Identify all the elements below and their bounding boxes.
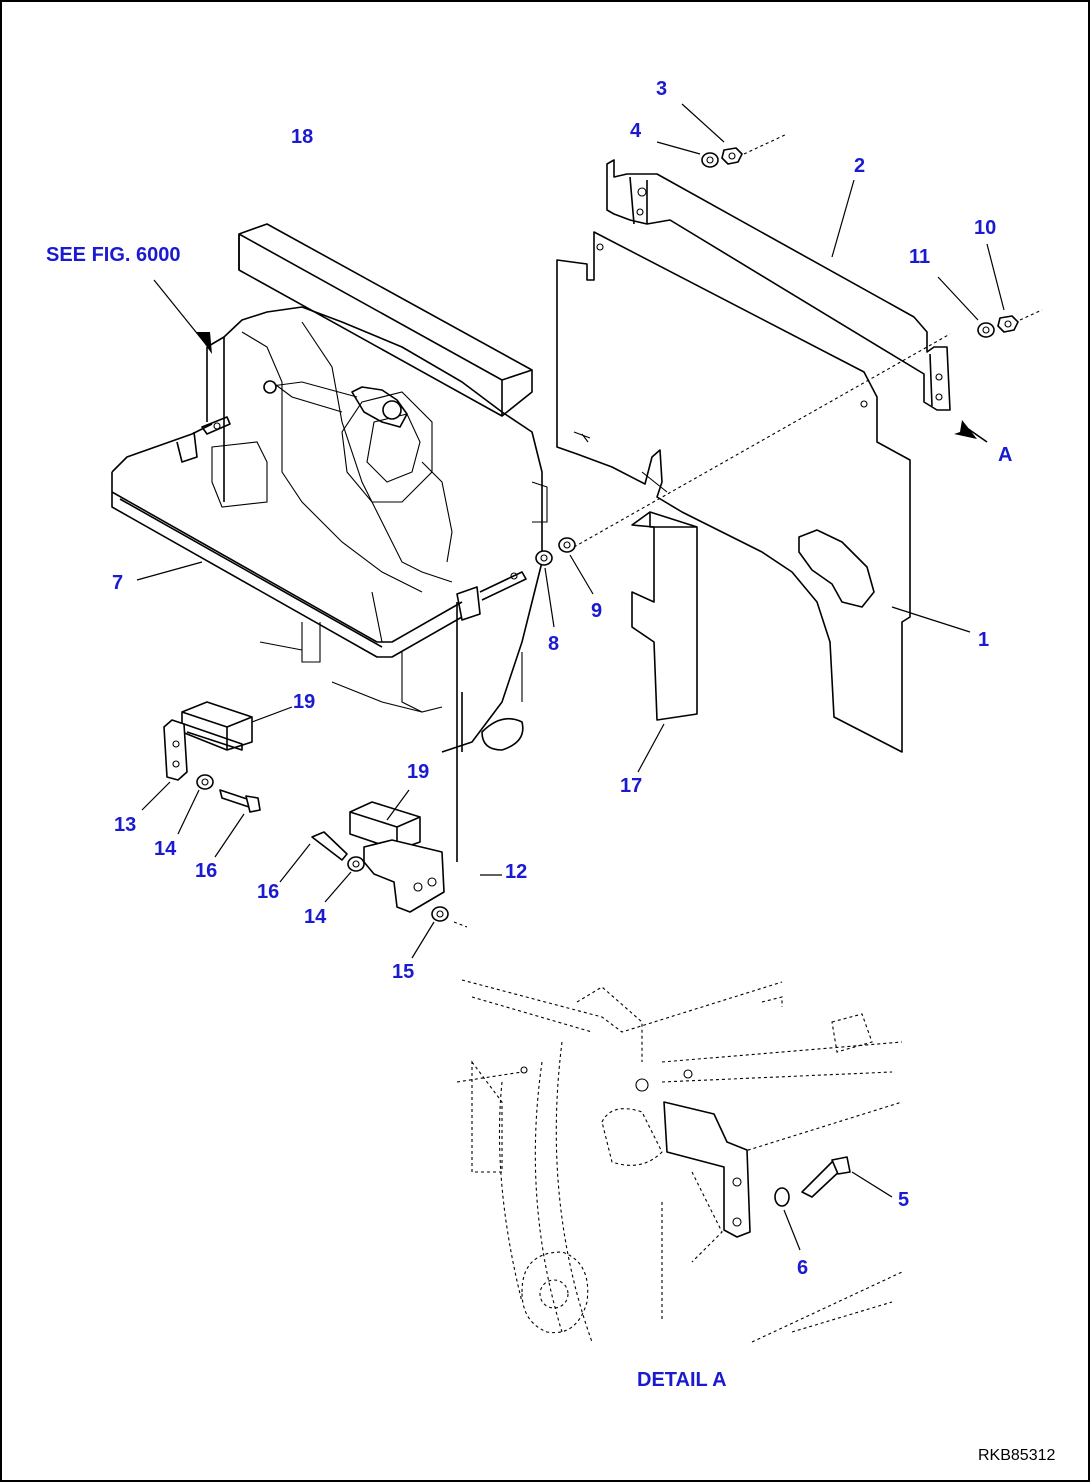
see-fig-arrow-icon	[196, 332, 212, 354]
callout-16-right: 16	[257, 881, 279, 903]
callout-2: 2	[854, 155, 865, 177]
callout-14-right: 14	[304, 906, 327, 928]
view-arrow-label: A	[998, 444, 1012, 466]
callout-4: 4	[630, 120, 642, 142]
hardware-parts	[163, 147, 1019, 922]
callout-14-left: 14	[154, 838, 177, 860]
detail-a-title: DETAIL A	[637, 1369, 727, 1391]
callout-9: 9	[591, 600, 602, 622]
callout-10: 10	[974, 217, 996, 239]
view-arrow-icon	[954, 420, 977, 439]
assembly-centerlines	[453, 133, 1043, 928]
view-arrow-shaft	[963, 425, 988, 443]
callout-8: 8	[548, 633, 559, 655]
callout-1: 1	[978, 629, 989, 651]
see-fig-reference: SEE FIG. 6000	[46, 244, 181, 266]
detail-a-view	[456, 979, 903, 1343]
callout-19-right: 19	[407, 761, 429, 783]
drawing-number: RKB85312	[978, 1447, 1055, 1464]
callout-17: 17	[620, 775, 642, 797]
air-conditioner-unit	[206, 223, 548, 862]
callout-18: 18	[291, 126, 313, 148]
bracket	[606, 159, 951, 411]
leader-lines	[136, 103, 1005, 1251]
callout-11: 11	[909, 246, 930, 268]
callout-5: 5	[898, 1189, 909, 1211]
callout-7: 7	[112, 572, 123, 594]
callout-12: 12	[505, 861, 527, 883]
callout-6: 6	[797, 1257, 808, 1279]
cover-panel	[556, 231, 911, 753]
callout-16-left: 16	[195, 860, 217, 882]
mounting-band	[111, 416, 527, 658]
callout-13: 13	[114, 814, 136, 836]
callout-19-left: 19	[293, 691, 315, 713]
duct-part	[631, 511, 698, 721]
see-fig-leader	[153, 279, 205, 343]
callout-15: 15	[392, 961, 414, 983]
callout-3: 3	[656, 78, 667, 100]
